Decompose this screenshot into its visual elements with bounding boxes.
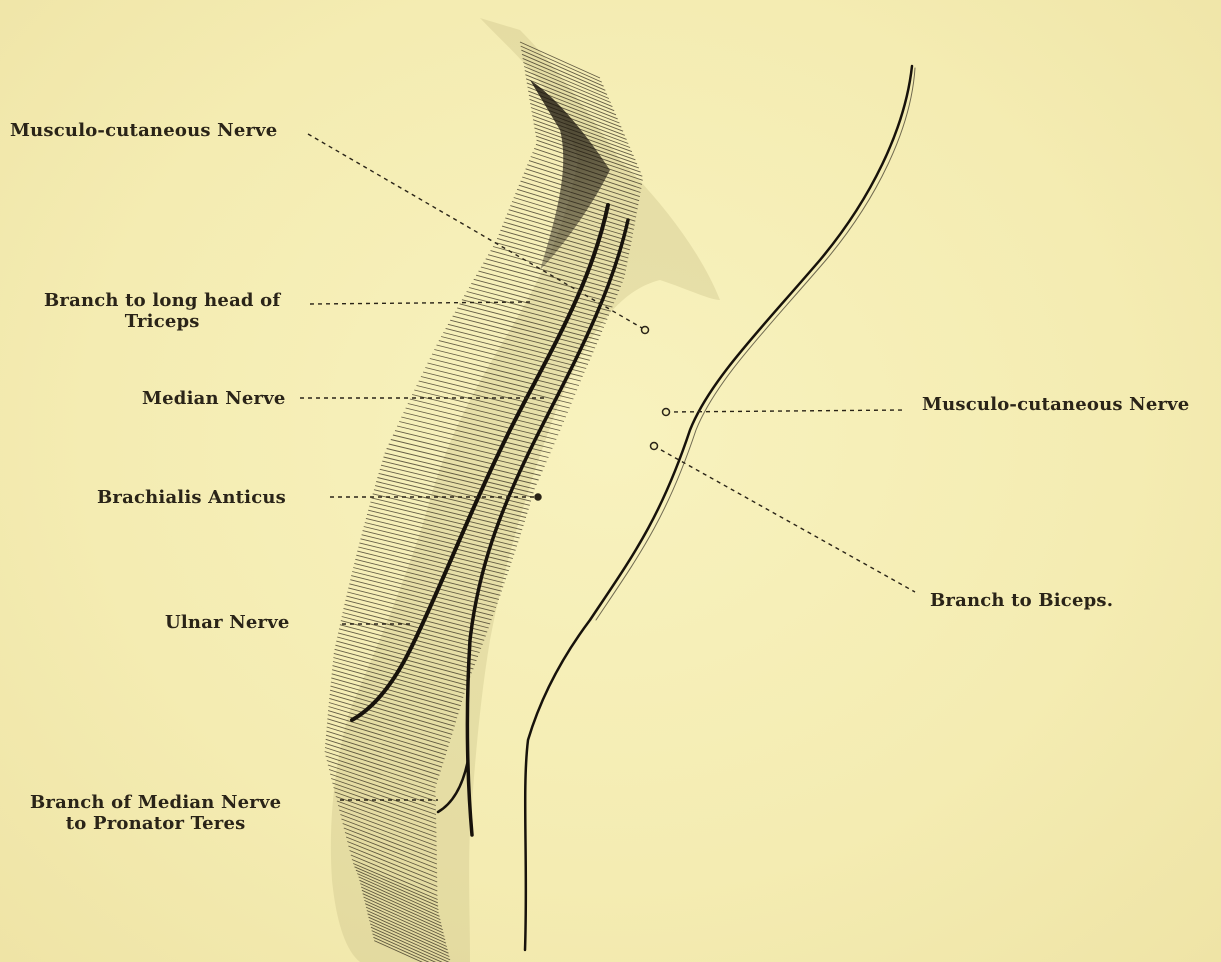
label-branch-median-line1: Branch of Median Nerve (30, 792, 281, 813)
label-branch-median: Branch of Median Nerve to Pronator Teres (30, 792, 281, 834)
label-branch-median-line2: to Pronator Teres (30, 813, 281, 834)
label-musculo-cutaneous-right: Musculo-cutaneous Nerve (922, 394, 1189, 415)
label-musculo-cutaneous-left: Musculo-cutaneous Nerve (10, 120, 277, 141)
label-branch-long-head-line1: Branch to long head of (44, 290, 280, 311)
label-branch-to-biceps: Branch to Biceps. (930, 590, 1113, 611)
arm-muscle-shape (325, 18, 720, 962)
leader-biceps (654, 446, 915, 592)
label-branch-long-head: Branch to long head of Triceps (44, 290, 280, 332)
label-branch-long-head-line2: Triceps (44, 311, 280, 332)
label-brachialis-anticus: Brachialis Anticus (97, 487, 286, 508)
label-median-nerve: Median Nerve (142, 388, 286, 409)
leader-musculo-cutaneous-right (666, 410, 905, 412)
label-ulnar-nerve: Ulnar Nerve (165, 612, 290, 633)
